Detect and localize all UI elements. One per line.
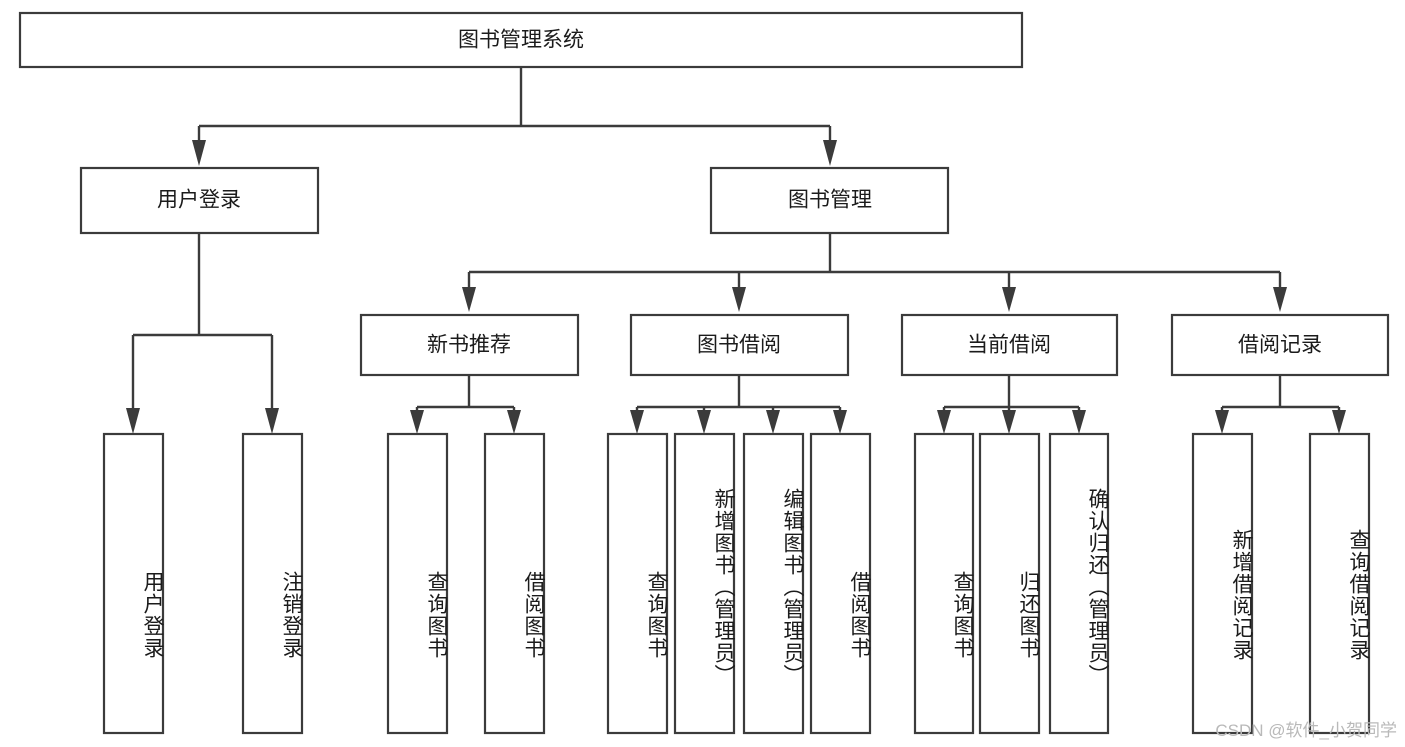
node-borrow-record-label: 借阅记录 bbox=[1238, 334, 1322, 357]
leaf-book-borrow-0[interactable] bbox=[606, 432, 669, 735]
node-new-book-recommend-label: 新书推荐 bbox=[427, 334, 511, 357]
leaf-user-login-0[interactable] bbox=[102, 432, 165, 735]
connector-root-to-level2 bbox=[192, 67, 837, 166]
node-root-system[interactable]: 图书管理系统 bbox=[18, 11, 1024, 69]
node-current-borrow-label: 当前借阅 bbox=[967, 334, 1051, 357]
leaf-book-borrow-1[interactable] bbox=[673, 432, 736, 735]
node-book-borrow-label: 图书借阅 bbox=[697, 334, 781, 357]
leaf-borrow-record-1[interactable] bbox=[1308, 432, 1371, 735]
leaf-new-book-0[interactable] bbox=[386, 432, 449, 735]
leaf-current-borrow-2[interactable] bbox=[1048, 432, 1110, 735]
connector-newbook-to-leaves bbox=[410, 375, 521, 434]
node-root-label: 图书管理系统 bbox=[458, 29, 584, 52]
node-user-login-label: 用户登录 bbox=[157, 189, 241, 212]
connector-userlogin-to-leaves bbox=[126, 233, 279, 434]
csdn-watermark: CSDN @软件_小贺同学 bbox=[1215, 721, 1397, 740]
leaf-borrow-record-0[interactable] bbox=[1191, 432, 1254, 735]
node-user-login[interactable]: 用户登录 bbox=[79, 166, 320, 235]
leaf-new-book-1[interactable] bbox=[483, 432, 546, 735]
node-new-book-recommend[interactable]: 新书推荐 bbox=[359, 313, 580, 377]
connector-bookborrow-to-leaves bbox=[630, 375, 847, 434]
connector-bookmgmt-to-level3 bbox=[462, 233, 1287, 312]
leaf-current-borrow-1[interactable] bbox=[978, 432, 1041, 735]
leaf-book-borrow-3[interactable] bbox=[809, 432, 872, 735]
leaf-current-borrow-0[interactable] bbox=[913, 432, 975, 735]
connector-borrowrecord-to-leaves bbox=[1215, 375, 1346, 434]
node-borrow-record[interactable]: 借阅记录 bbox=[1170, 313, 1390, 377]
leaf-book-borrow-2[interactable] bbox=[742, 432, 805, 735]
node-book-management[interactable]: 图书管理 bbox=[709, 166, 950, 235]
connector-currentborrow-to-leaves bbox=[937, 375, 1086, 434]
node-book-borrow[interactable]: 图书借阅 bbox=[629, 313, 850, 377]
node-current-borrow[interactable]: 当前借阅 bbox=[900, 313, 1119, 377]
node-book-management-label: 图书管理 bbox=[788, 189, 872, 212]
leaf-user-login-1[interactable] bbox=[241, 432, 304, 735]
